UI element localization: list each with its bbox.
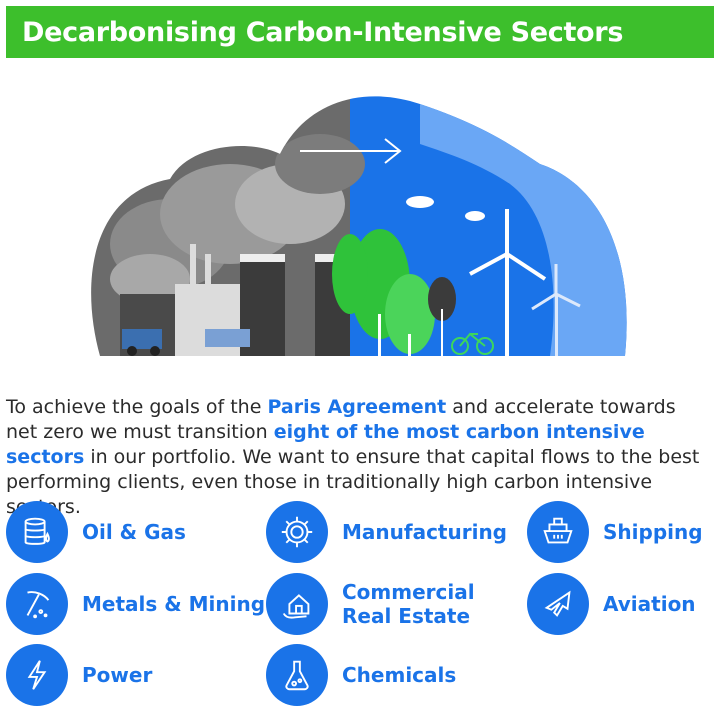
house-hand-icon: [266, 573, 328, 635]
transition-illustration: [91, 96, 627, 356]
airplane-icon: [527, 573, 589, 635]
page-title: Decarbonising Carbon-Intensive Sectors: [6, 6, 714, 58]
lightning-icon: [6, 644, 68, 706]
sector-metals-mining: Metals & Mining: [6, 573, 265, 635]
paris-agreement-highlight: Paris Agreement: [267, 396, 447, 418]
sector-label: Oil & Gas: [82, 520, 186, 544]
gear-icon: [266, 501, 328, 563]
sector-label: Chemicals: [342, 663, 457, 687]
sector-oil-gas: Oil & Gas: [6, 501, 186, 563]
flask-icon: [266, 644, 328, 706]
sector-aviation: Aviation: [527, 573, 696, 635]
sector-label: Power: [82, 663, 153, 687]
intro-paragraph: To achieve the goals of the Paris Agreem…: [6, 396, 700, 518]
sector-chemicals: Chemicals: [266, 644, 456, 706]
pickaxe-icon: [6, 573, 68, 635]
sector-label: Manufacturing: [342, 520, 507, 544]
sector-manufacturing: Manufacturing: [266, 501, 507, 563]
ship-icon: [527, 501, 589, 563]
sector-label: Metals & Mining: [82, 592, 266, 616]
sectors-highlight: eight of the most carbon intensive secto…: [6, 421, 645, 468]
sector-shipping: Shipping: [527, 501, 703, 563]
oil-barrel-icon: [6, 501, 68, 563]
sector-label: Shipping: [603, 520, 703, 544]
sector-label: Aviation: [603, 592, 696, 616]
sector-power: Power: [6, 644, 152, 706]
